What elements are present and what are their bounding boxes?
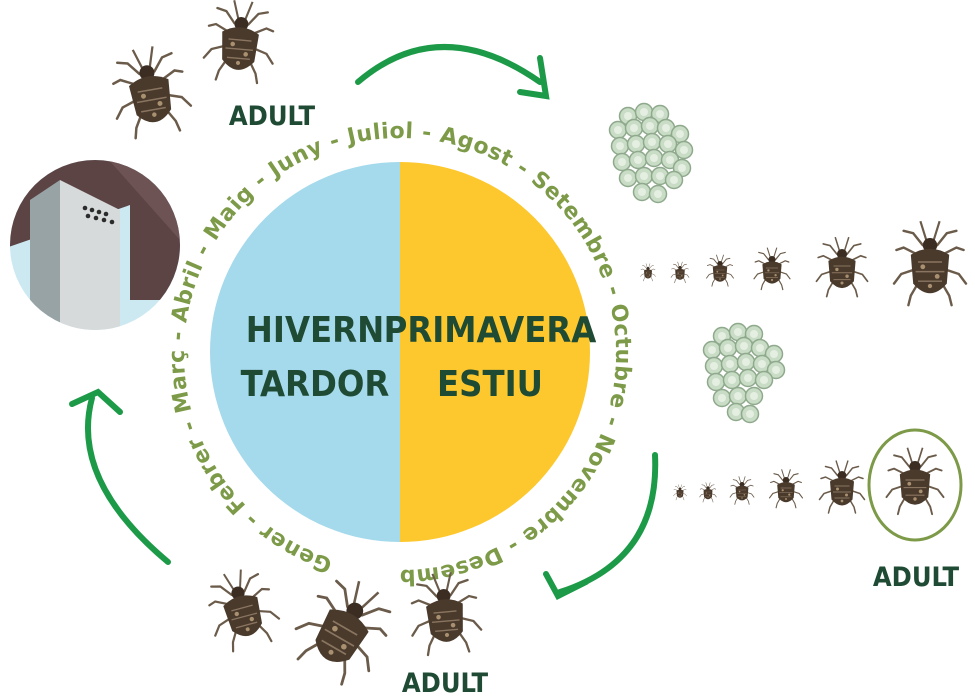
stink-bug-nymph-icon	[641, 264, 656, 282]
label-top-adult: ADULT	[229, 101, 316, 132]
stink-bug-nymph-icon	[671, 262, 689, 283]
house-eave-icon	[0, 150, 180, 340]
stink-bug-nymph-icon	[700, 482, 717, 502]
stink-bug-nymph-icon	[817, 237, 868, 297]
stink-bug-adult-icon	[887, 448, 944, 515]
season-label-primavera: PRIMAVERA	[384, 310, 597, 351]
nymph-row-top	[641, 221, 967, 305]
stink-bug-adult-icon	[894, 221, 966, 305]
stink-bug-nymph-icon	[820, 461, 865, 514]
egg-cluster-icon	[610, 104, 693, 203]
stink-bug-nymph-icon	[707, 255, 734, 287]
stink-bug-nymph-icon	[754, 248, 790, 290]
stink-bug-adult-icon	[106, 42, 195, 141]
label-bottom-adult: ADULT	[402, 668, 489, 699]
stink-bug-adult-icon	[202, 0, 278, 84]
nymph-row-bottom	[673, 461, 864, 514]
stink-bug-adult-icon	[200, 563, 284, 654]
season-label-estiu: ESTIU	[437, 364, 543, 405]
season-label-hivern: HIVERN	[246, 310, 384, 351]
season-circle	[210, 162, 590, 542]
egg-cluster-icon	[704, 324, 785, 423]
stink-bug-nymph-icon	[673, 485, 686, 500]
stink-bug-nymph-icon	[770, 469, 803, 508]
label-right-adult: ADULT	[873, 562, 960, 593]
stink-bug-nymph-icon	[730, 476, 754, 504]
stink-bug-adult-icon	[283, 566, 405, 693]
season-label-tardor: TARDOR	[241, 364, 390, 405]
